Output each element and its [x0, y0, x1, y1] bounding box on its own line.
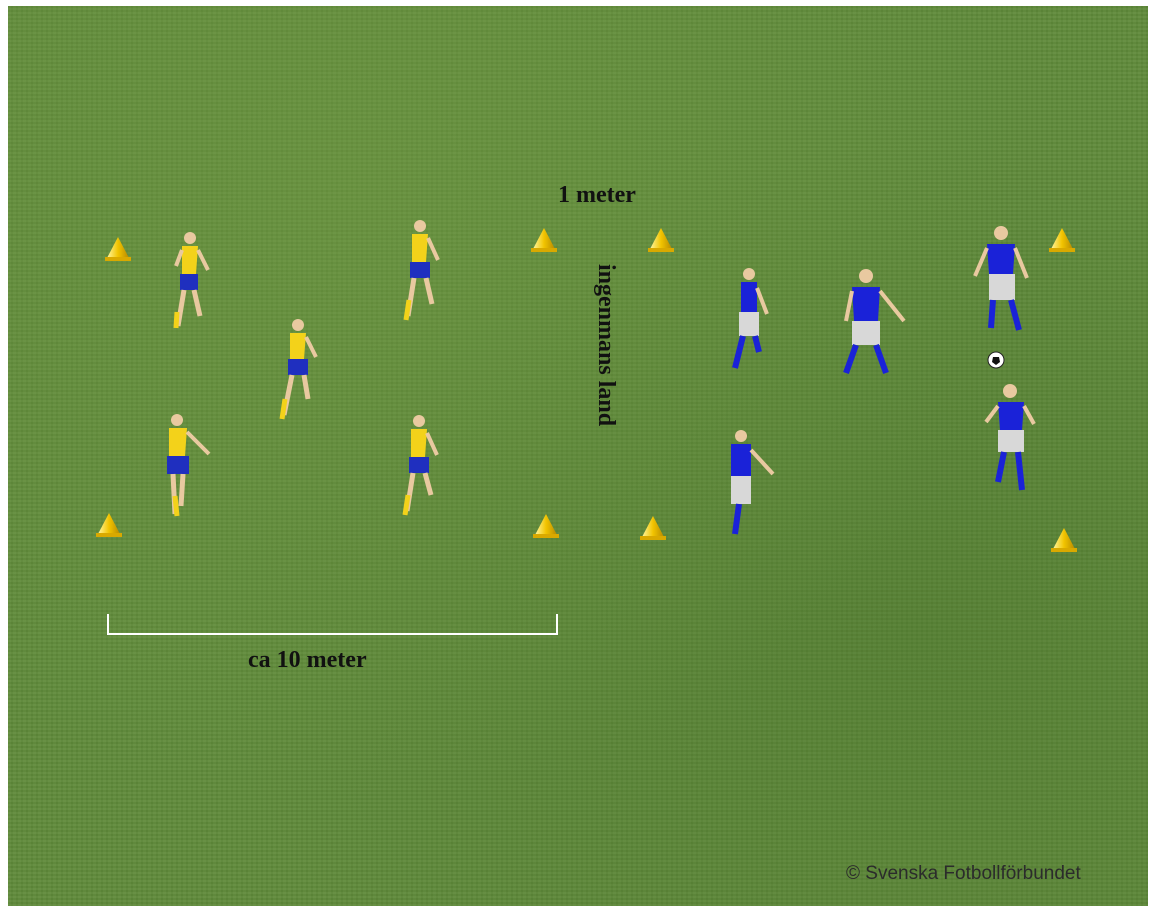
yellow-player — [176, 232, 208, 328]
cone — [1051, 528, 1077, 552]
yellow-player — [282, 319, 316, 419]
ball — [988, 352, 1004, 368]
blue-player — [975, 226, 1027, 330]
cone — [531, 228, 557, 252]
cone — [648, 228, 674, 252]
cone — [96, 513, 122, 537]
blue-player — [986, 384, 1034, 490]
blue-player — [735, 268, 767, 368]
copyright-text: © Svenska Fotbollförbundet — [846, 863, 1081, 885]
cone — [105, 237, 131, 261]
blue-player — [731, 430, 773, 534]
cone — [640, 516, 666, 540]
pitch: 1 meter ingenmans land ca 10 meter © Sve… — [8, 6, 1148, 906]
cone — [533, 514, 559, 538]
yellow-player — [167, 414, 209, 516]
gap-label: 1 meter — [558, 182, 636, 209]
no-mans-land-label: ingenmans land — [592, 264, 619, 426]
yellow-player — [406, 220, 438, 320]
yellow-player — [405, 415, 437, 515]
drill-diagram — [8, 6, 1148, 906]
blue-player — [846, 269, 904, 373]
width-label: ca 10 meter — [248, 647, 367, 674]
measure-bracket — [108, 614, 557, 634]
cone — [1049, 228, 1075, 252]
